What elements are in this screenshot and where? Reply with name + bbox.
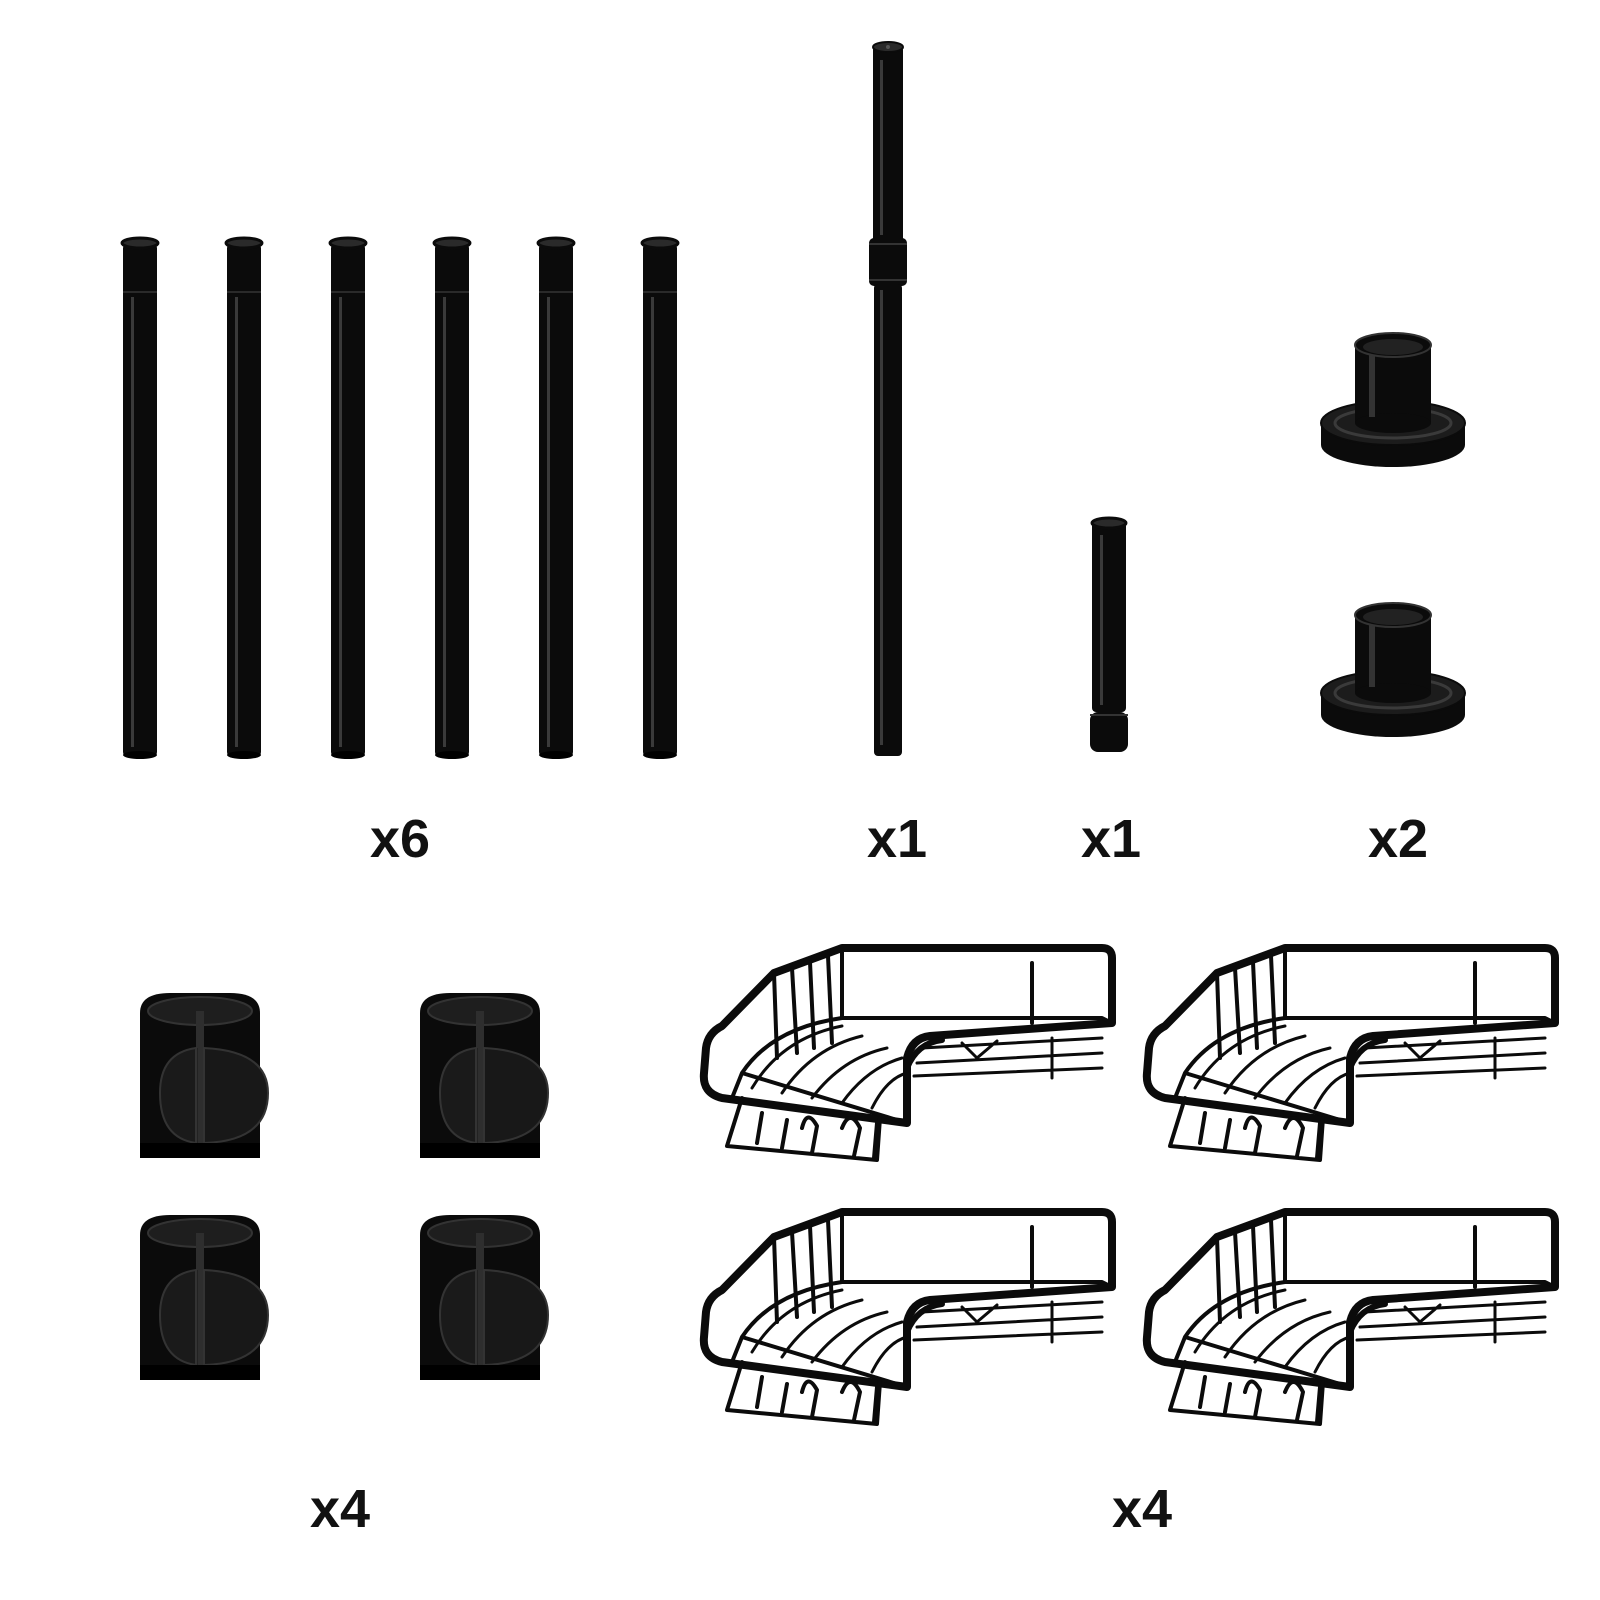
qty-label-base-cap: x2 (1367, 809, 1429, 869)
straight-pole-group (120, 236, 680, 761)
corner-basket-group (704, 948, 1555, 1424)
telescopic-pole (869, 41, 907, 756)
qty-label-corner-basket: x4 (1111, 1479, 1173, 1539)
base-cap-group (1319, 331, 1467, 739)
short-pole-foot (1090, 516, 1128, 752)
qty-label-short-pole-foot: x1 (1080, 809, 1142, 869)
qty-label-straight-pole: x6 (369, 809, 431, 869)
qty-label-shelf-clip: x4 (309, 1479, 371, 1539)
shelf-clip-group (139, 992, 549, 1381)
qty-label-telescopic-pole: x1 (866, 809, 928, 869)
